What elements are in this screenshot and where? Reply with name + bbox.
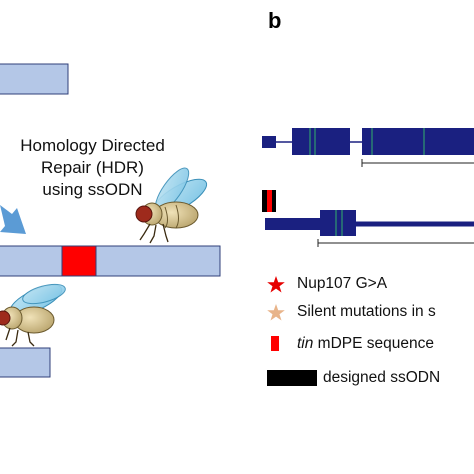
mdpe-insert-box xyxy=(61,245,97,277)
template-bar-bottom xyxy=(0,347,51,378)
red-box-icon xyxy=(271,336,279,351)
edited-locus-bar xyxy=(0,245,221,277)
legend-nup107-label: Nup107 G>A xyxy=(297,275,388,292)
hdr-line-1: Homology Directed xyxy=(20,136,165,155)
hdr-description: Homology Directed Repair (HDR) using ssO… xyxy=(0,135,185,201)
panel-b-label: b xyxy=(268,8,282,33)
fly-illustration-right xyxy=(135,167,208,244)
legend-tin-rest: mDPE sequence xyxy=(313,335,434,352)
repair-arrow xyxy=(0,205,26,234)
legend-ssodn-label: designed ssODN xyxy=(323,369,441,386)
red-star-icon xyxy=(267,276,285,293)
gene-model-top xyxy=(262,128,474,167)
legend-tin-label: tin mDPE sequence xyxy=(297,335,434,353)
black-bar-icon xyxy=(267,370,317,386)
hdr-line-3: using ssODN xyxy=(42,180,143,199)
gene-model-bottom xyxy=(262,190,474,247)
hdr-line-2: Repair (HDR) xyxy=(41,158,144,177)
template-bar-top xyxy=(0,63,69,95)
legend-tin-italic: tin xyxy=(297,335,314,352)
fly-illustration-left xyxy=(0,283,66,347)
legend-silent-label: Silent mutations in s xyxy=(297,303,436,320)
tan-star-icon xyxy=(267,304,285,321)
